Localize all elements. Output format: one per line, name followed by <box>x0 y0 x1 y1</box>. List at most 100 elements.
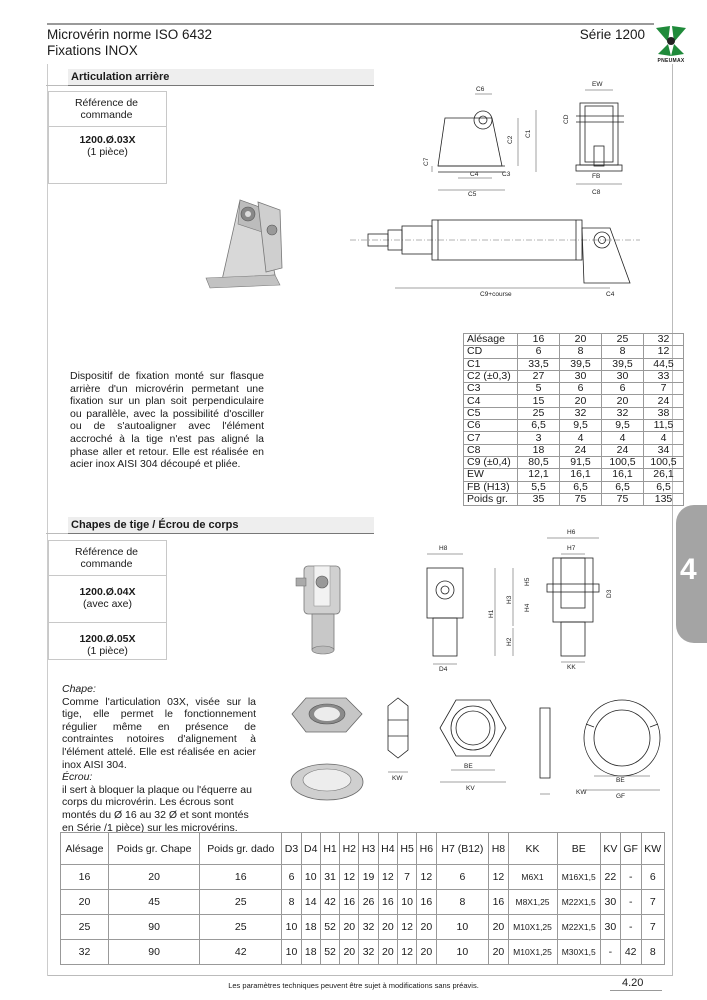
table-cell: 12 <box>339 864 360 890</box>
table-cell: 32 <box>59 939 110 965</box>
spec-label-cell: C5 <box>463 406 518 421</box>
body-nut-drawing: KW BE KV KW BE GF <box>387 697 661 800</box>
table-cell: 7 <box>640 889 665 915</box>
table-cell: - <box>619 889 642 915</box>
table-cell: 6 <box>435 864 490 890</box>
table-cell: 6 <box>640 864 665 890</box>
table-cell: 7 <box>640 914 665 940</box>
spec-value-cell: 33,5 <box>517 357 560 371</box>
spec-value-cell: 20 <box>559 332 602 347</box>
spec-value-cell: 100,5 <box>601 455 644 470</box>
table-cell: 18 <box>300 939 321 965</box>
dim-h1: H1 <box>488 609 495 618</box>
table-cell: 7 <box>396 864 418 890</box>
table-cell: 12 <box>488 864 509 890</box>
order-reference-box-2: Référence de commande 1200.Ø.04X (avec a… <box>48 540 167 660</box>
table-cell: 20 <box>416 939 437 965</box>
spec-value-cell: 30 <box>559 369 602 384</box>
table-cell: - <box>619 914 642 940</box>
table-header-cell: Poids gr. Chape <box>108 832 201 865</box>
page-title: Microvérin norme ISO 6432 Fixations INOX <box>47 27 212 59</box>
table-cell: 10 <box>281 914 302 940</box>
table-cell: 52 <box>319 939 341 965</box>
dim-c1: C1 <box>525 129 532 138</box>
ecrou-title: Écrou: <box>62 771 93 784</box>
dim-c6: C6 <box>476 86 485 93</box>
table-header-cell: H3 <box>358 832 379 865</box>
spec-value-cell: 75 <box>559 492 602 507</box>
dim-h5: H5 <box>524 577 531 586</box>
spec-value-cell: 6 <box>601 382 644 396</box>
order-reference-box-1: Référence de commande 1200.Ø.03X (1 pièc… <box>48 91 167 184</box>
spec-value-cell: 20 <box>601 394 644 408</box>
dim-c4: C4 <box>470 171 479 178</box>
table-header-cell: H5 <box>396 832 418 865</box>
table-cell: M8X1,25 <box>507 889 558 915</box>
table-cell: M10X1,25 <box>507 914 558 940</box>
spec-value-cell: 3 <box>517 431 560 445</box>
table-cell: 12 <box>396 914 418 940</box>
spec-value-cell: 44,5 <box>643 357 684 371</box>
spec-value-cell: 4 <box>601 431 644 445</box>
order-qty-05x: (1 pièce) <box>87 645 128 657</box>
chape-text: Comme l'articulation 03X, visée sur la t… <box>62 695 256 771</box>
table-header-cell: H8 <box>488 832 509 865</box>
spec-value-cell: 34 <box>643 443 684 457</box>
spec-value-cell: 9,5 <box>559 419 602 433</box>
dim-be-2: BE <box>616 777 625 784</box>
dim-d3: D3 <box>606 589 613 598</box>
spec-label-cell: C4 <box>463 394 518 408</box>
table-cell: 25 <box>199 889 283 915</box>
table-cell: 19 <box>358 864 379 890</box>
spec-value-cell: 6,5 <box>601 480 644 494</box>
table-header-cell: H6 <box>416 832 437 865</box>
spec-value-cell: 39,5 <box>601 357 644 371</box>
spec-label-cell: CD <box>463 345 518 359</box>
dim-c2: C2 <box>507 135 514 144</box>
dim-h4: H4 <box>524 603 531 612</box>
table-cell: 30 <box>599 889 621 915</box>
spec-value-cell: 135 <box>643 492 684 507</box>
table-cell: 10 <box>396 889 418 915</box>
table-cell: 20 <box>339 939 360 965</box>
dim-ew: EW <box>592 81 603 88</box>
table-cell: M6X1 <box>507 864 558 890</box>
table-cell: 25 <box>199 914 283 940</box>
spec-value-cell: 11,5 <box>643 419 684 433</box>
chapter-tab[interactable]: 4 <box>676 505 707 643</box>
dim-kw: KW <box>392 775 403 782</box>
spec-label-cell: C3 <box>463 382 518 396</box>
table-cell: 10 <box>281 939 302 965</box>
table-cell: 12 <box>377 864 398 890</box>
table-cell: 16 <box>488 889 509 915</box>
table-cell: 14 <box>300 889 321 915</box>
articulation-description: Dispositif de fixation monté sur flasque… <box>70 370 264 471</box>
table-cell: 16 <box>416 889 437 915</box>
spec-value-cell: 32 <box>559 406 602 421</box>
spec-label-cell: C7 <box>463 431 518 445</box>
table-cell: 32 <box>358 939 379 965</box>
spec-label-cell: C6 <box>463 419 518 433</box>
spec-value-cell: 27 <box>517 369 560 384</box>
table-cell: 45 <box>108 889 201 915</box>
table-cell: 20 <box>377 939 398 965</box>
title-line-1: Microvérin norme ISO 6432 <box>47 27 213 42</box>
order-reference-label: Référence de commande <box>49 92 166 127</box>
spec-label-cell: FB (H13) <box>463 480 518 494</box>
title-line-2: Fixations INOX <box>47 43 138 58</box>
spec-value-cell: 24 <box>559 443 602 457</box>
frame-left-border <box>47 64 48 976</box>
table-cell: 12 <box>416 864 437 890</box>
dim-c9: C9+course <box>480 291 512 298</box>
dim-h8: H8 <box>439 545 448 552</box>
table-cell: 22 <box>599 864 621 890</box>
dim-h2: H2 <box>506 637 513 646</box>
section-title-chapes: Chapes de tige / Écrou de corps <box>46 517 374 534</box>
